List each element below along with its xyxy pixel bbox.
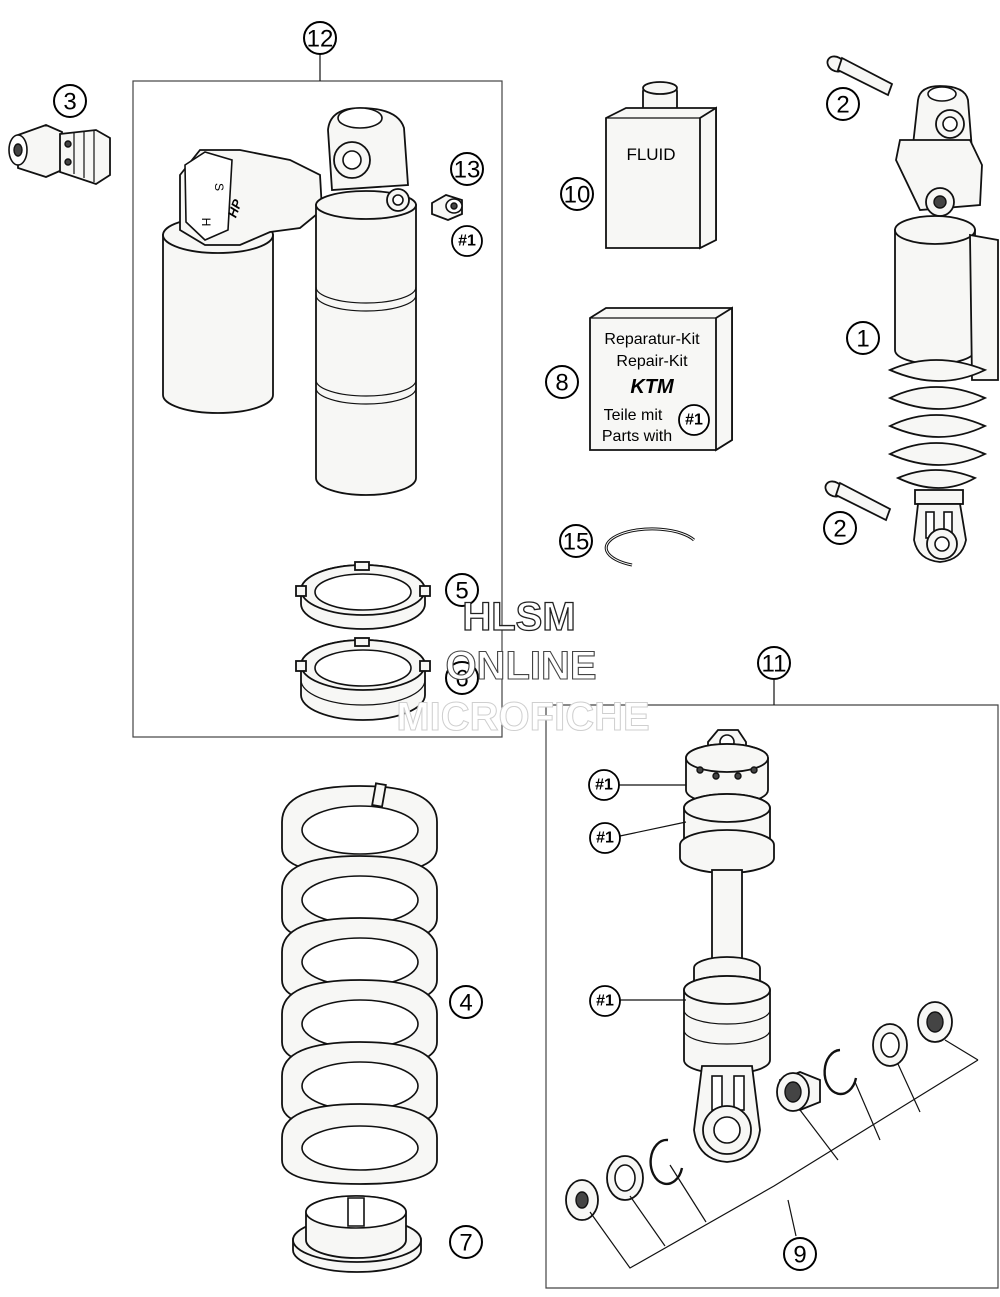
part-nut-6	[295, 637, 431, 721]
svg-text:4: 4	[459, 990, 472, 1017]
part-spring-4	[281, 782, 438, 1185]
part-damper-rod-11	[679, 729, 775, 1163]
svg-text:9: 9	[793, 1242, 806, 1269]
part-adjuster-3	[8, 124, 111, 185]
svg-text:2: 2	[836, 92, 849, 119]
callout-ref-11-middle: #1	[589, 822, 621, 854]
part-fluid-10: FLUID	[605, 81, 717, 250]
repair-kit-brand: KTM	[630, 376, 675, 398]
callout-7: 7	[449, 1225, 483, 1259]
reservoir-mark-h: H	[199, 218, 213, 227]
callout-12: 12	[303, 21, 337, 55]
part-spring-seat-7	[292, 1195, 422, 1273]
svg-text:#1: #1	[596, 993, 614, 1010]
part-shock-complete-1	[887, 85, 999, 563]
callout-2-bottom: 2	[823, 511, 857, 545]
callout-1: 1	[846, 321, 880, 355]
svg-text:6: 6	[455, 666, 468, 693]
part-bushing-kit-9	[565, 1001, 979, 1269]
group-frame-12	[132, 80, 503, 738]
svg-text:1: 1	[856, 326, 869, 353]
svg-text:12: 12	[307, 26, 334, 53]
svg-text:11: 11	[762, 651, 787, 678]
reservoir-mark-s: S	[212, 183, 226, 191]
svg-text:3: 3	[63, 89, 76, 116]
watermark-line2: ONLINE	[445, 644, 596, 688]
callout-ref-13: #1	[451, 225, 483, 257]
part-bolt-2-bottom	[824, 480, 892, 522]
watermark: HLSM ONLINE MICROFICHE	[396, 594, 650, 739]
watermark-line1: HLSM	[462, 595, 575, 639]
callout-2-top: 2	[826, 87, 860, 121]
callout-5: 5	[445, 573, 479, 607]
svg-text:15: 15	[563, 529, 590, 556]
svg-text:#1: #1	[458, 233, 476, 250]
svg-text:8: 8	[555, 370, 568, 397]
svg-text:7: 7	[459, 1230, 472, 1257]
callout-15: 15	[559, 524, 593, 558]
callout-13: 13	[450, 152, 484, 186]
callout-ref-repair-kit: #1	[685, 412, 703, 429]
svg-text:#1: #1	[596, 830, 614, 847]
callout-4: 4	[449, 985, 483, 1019]
group-frame-11	[545, 704, 999, 1289]
fluid-label: FLUID	[626, 145, 675, 164]
callout-ref-11-bottom: #1	[589, 985, 621, 1017]
callout-6: 6	[445, 661, 479, 695]
part-retainer-5	[295, 561, 431, 630]
repair-kit-line3: Teile mit	[604, 407, 663, 424]
part-repair-kit-8: Reparatur-Kit Repair-Kit KTM Teile mit P…	[589, 306, 733, 452]
callout-3: 3	[53, 84, 87, 118]
svg-text:2: 2	[833, 516, 846, 543]
part-shock-body-12: S H HP	[162, 107, 417, 496]
part-bolt-2-top	[826, 55, 894, 97]
svg-text:5: 5	[455, 578, 468, 605]
watermark-line3: MICROFICHE	[396, 695, 649, 739]
repair-kit-line4: Parts with	[602, 428, 672, 445]
callout-10: 10	[560, 177, 594, 211]
svg-text:#1: #1	[595, 777, 613, 794]
reservoir-mark-hp: HP	[225, 197, 245, 219]
repair-kit-line1: Reparatur-Kit	[604, 331, 700, 348]
part-bleed-screw-13	[431, 194, 463, 221]
svg-text:13: 13	[454, 157, 481, 184]
callout-11: 11	[757, 646, 791, 680]
callout-9: 9	[783, 1237, 817, 1271]
callout-8: 8	[545, 365, 579, 399]
repair-kit-line2: Repair-Kit	[616, 353, 688, 370]
svg-text:10: 10	[564, 182, 591, 209]
callout-ref-11-top: #1	[588, 769, 620, 801]
part-circlip-15	[604, 527, 696, 567]
